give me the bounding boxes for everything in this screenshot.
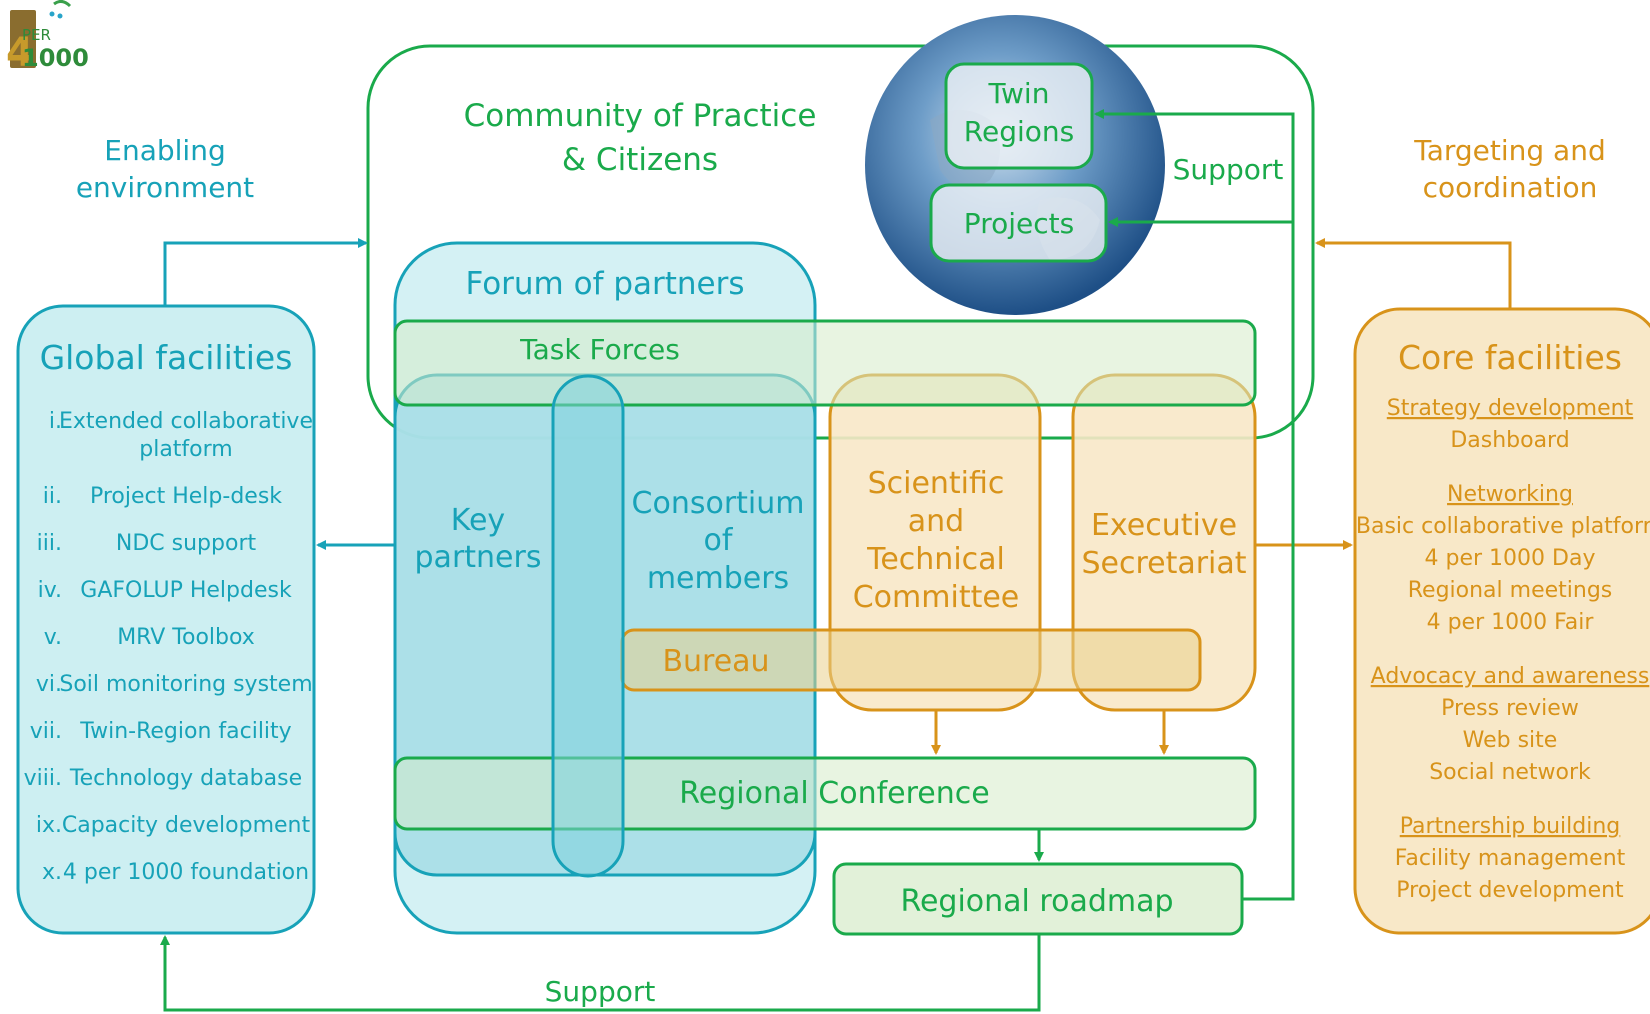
global-facility-item: Extended collaborative: [59, 409, 313, 434]
forum-of-partners-label: Forum of partners: [465, 266, 744, 302]
logo-4per1000: 4 PER 1000: [6, 0, 89, 76]
core-facility-item: Regional meetings: [1408, 578, 1613, 603]
scientific-technical-committee-label: Scientific and Technical Committee: [853, 466, 1020, 615]
core-facility-item: 4 per 1000 Fair: [1427, 610, 1595, 635]
support-right-label: Support: [1173, 153, 1284, 186]
global-facility-item: Capacity development: [62, 813, 311, 838]
bottom-support-line: [160, 934, 1041, 1012]
global-facility-item: GAFOLUP Helpdesk: [80, 578, 292, 603]
global-facility-num: i.: [49, 409, 62, 434]
global-facility-num: ix.: [36, 813, 62, 838]
core-facility-heading: Advocacy and awareness: [1371, 664, 1650, 689]
svg-text:Enabling: Enabling: [104, 134, 225, 167]
global-facility-num: x.: [42, 860, 62, 885]
global-facility-item: MRV Toolbox: [117, 625, 255, 650]
global-facility-item: Project Help-desk: [90, 484, 282, 509]
core-facility-item: Dashboard: [1450, 428, 1569, 453]
regional-conference-label-1: Regional: [679, 776, 808, 811]
consortium-label: Consortium of members: [632, 486, 805, 596]
twin-regions-label: Twin Regions: [964, 77, 1074, 148]
global-facility-num: iii.: [37, 531, 62, 556]
regional-roadmap-label: Regional roadmap: [900, 884, 1173, 919]
svg-text:Community of Practice: Community of Practice: [464, 98, 817, 134]
global-facility-item: 4 per 1000 foundation: [63, 860, 309, 885]
consortium-pill: [551, 374, 625, 878]
global-facilities-list: i.Extended collaborative platform ii. Proje…: [24, 409, 313, 885]
global-facility-item: platform: [139, 437, 232, 462]
task-forces-label: Task Forces: [519, 333, 680, 366]
core-facility-heading: Partnership building: [1400, 814, 1621, 839]
global-facilities-title: Global facilities: [40, 338, 293, 377]
svg-text:members: members: [647, 561, 789, 596]
global-facility-item: Soil monitoring system: [59, 672, 312, 697]
svg-text:Consortium: Consortium: [632, 486, 805, 521]
core-facilities-list: Strategy developmentDashboardNetworkingB…: [1356, 396, 1650, 903]
core-facilities-title: Core facilities: [1398, 338, 1622, 377]
logo-number: 1000: [22, 44, 89, 72]
svg-text:Targeting and: Targeting and: [1413, 134, 1606, 167]
svg-text:Scientific: Scientific: [868, 466, 1005, 501]
executive-secretariat-label: Executive Secretariat: [1081, 508, 1246, 581]
targeting-arrow: [1315, 238, 1512, 309]
core-facility-item: Press review: [1441, 696, 1579, 721]
core-facility-item: 4 per 1000 Day: [1425, 546, 1596, 571]
core-facility-item: Social network: [1429, 760, 1591, 785]
bureau-label: Bureau: [662, 644, 769, 679]
global-facility-num: iv.: [38, 578, 62, 603]
projects-label: Projects: [964, 207, 1074, 240]
svg-text:Executive: Executive: [1091, 508, 1237, 543]
core-facility-item: Basic collaborative platform: [1356, 514, 1650, 539]
svg-text:Technical: Technical: [866, 542, 1005, 577]
svg-text:Key: Key: [451, 503, 505, 538]
logo-digit: 4: [6, 30, 34, 76]
enabling-arrow: [163, 238, 368, 306]
svg-text:coordination: coordination: [1423, 171, 1598, 204]
svg-text:Committee: Committee: [853, 580, 1020, 615]
global-facility-num: vii.: [30, 719, 62, 744]
global-facility-item: Technology database: [69, 766, 302, 791]
svg-text:Regions: Regions: [964, 115, 1074, 148]
targeting-coordination-label: Targeting and coordination: [1413, 134, 1606, 204]
regional-conference-label-2: Conference: [818, 776, 989, 811]
svg-text:Secretariat: Secretariat: [1081, 546, 1246, 581]
global-facility-num: vi.: [36, 672, 62, 697]
logo-per: PER: [22, 26, 51, 44]
core-facility-heading: Strategy development: [1387, 396, 1634, 421]
support-bottom-label: Support: [545, 975, 656, 1008]
global-facilities-panel: [16, 304, 316, 935]
global-facility-num: viii.: [24, 766, 62, 791]
global-facility-num: v.: [44, 625, 62, 650]
global-facility-num: ii.: [43, 484, 62, 509]
svg-text:partners: partners: [415, 540, 542, 575]
roadmap-support-line: [1094, 109, 1295, 901]
svg-text:of: of: [704, 523, 734, 558]
key-partners-label: Key partners: [415, 503, 542, 575]
svg-text:environment: environment: [76, 171, 254, 204]
global-facility-item: NDC support: [116, 531, 257, 556]
core-facilities-panel: [1353, 307, 1650, 935]
global-facility-item: Twin-Region facility: [79, 719, 291, 744]
community-of-practice-label: Community of Practice & Citizens: [464, 98, 817, 178]
projects-box[interactable]: [929, 183, 1108, 263]
core-facility-item: Facility management: [1395, 846, 1626, 871]
enabling-environment-label: Enabling environment: [76, 134, 254, 204]
twin-regions-box[interactable]: [944, 62, 1094, 170]
svg-text:& Citizens: & Citizens: [562, 142, 718, 178]
svg-text:and: and: [908, 504, 964, 539]
core-facility-heading: Networking: [1447, 482, 1573, 507]
svg-text:Twin: Twin: [988, 77, 1050, 110]
core-facility-item: Web site: [1463, 728, 1558, 753]
core-facility-item: Project development: [1396, 878, 1624, 903]
